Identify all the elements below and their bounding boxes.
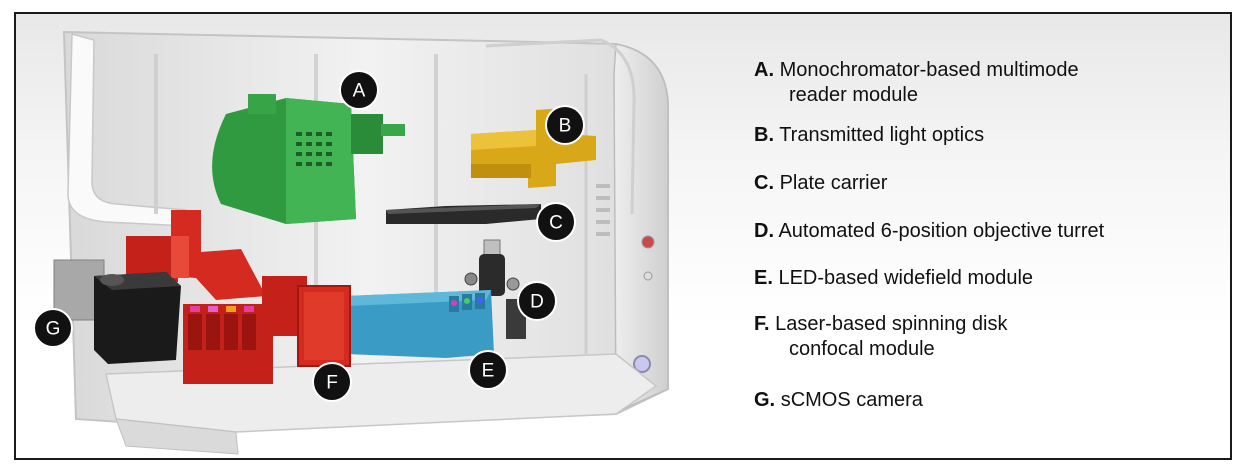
legend-text: Transmitted light optics <box>779 124 985 146</box>
legend-text-continued: confocal module <box>789 338 935 360</box>
scmos-camera <box>53 259 181 364</box>
marker-e: E <box>468 350 508 390</box>
svg-text:E: E <box>482 361 495 382</box>
led-widefield-module <box>346 290 494 358</box>
svg-text:B: B <box>559 116 572 137</box>
legend-item-e: E. LED-based widefield module <box>754 266 1033 291</box>
legend-item-d: D. Automated 6-position objective turret <box>754 219 1104 244</box>
legend-text: sCMOS camera <box>780 389 923 411</box>
marker-a: A <box>339 70 379 110</box>
legend-letter: D. <box>754 220 774 242</box>
legend-text: Monochromator-based multimode <box>779 59 1079 81</box>
legend-text: Laser-based spinning disk <box>775 313 1008 335</box>
legend-letter: E. <box>754 267 773 289</box>
legend-item-g: G. sCMOS camera <box>754 388 923 413</box>
legend-letter: C. <box>754 172 774 194</box>
svg-text:G: G <box>46 319 61 340</box>
transmitted-light-optics <box>471 108 596 188</box>
marker-c: C <box>536 202 576 242</box>
figure-frame: A B C D E F G A. Monochromator-ba <box>14 12 1232 460</box>
legend-letter: G. <box>754 389 776 411</box>
svg-text:F: F <box>326 373 338 394</box>
legend-text: Automated 6-position objective turret <box>778 220 1105 242</box>
marker-g: G <box>33 308 73 348</box>
legend-letter: A. <box>754 59 774 81</box>
svg-text:A: A <box>353 81 366 102</box>
legend-item-b: B. Transmitted light optics <box>754 123 984 148</box>
instrument-illustration: A B C D E F G <box>33 30 669 455</box>
legend-letter: B. <box>754 124 774 146</box>
legend-text-continued: reader module <box>789 84 918 106</box>
plate-carrier <box>386 204 541 224</box>
legend-letter: F. <box>754 313 770 335</box>
legend-item-c: C. Plate carrier <box>754 171 887 196</box>
svg-text:C: C <box>549 213 563 234</box>
svg-text:D: D <box>530 292 544 313</box>
legend-text: LED-based widefield module <box>778 267 1034 289</box>
legend-text: Plate carrier <box>779 172 888 194</box>
legend-item-a: A. Monochromator-based multimode reader … <box>754 58 1079 108</box>
legend-item-f: F. Laser-based spinning disk confocal mo… <box>754 312 1008 362</box>
laser-spinning-disk-module <box>126 210 351 384</box>
marker-d: D <box>517 281 557 321</box>
marker-f: F <box>312 362 352 402</box>
reader-module <box>212 94 405 224</box>
marker-b: B <box>545 105 585 145</box>
